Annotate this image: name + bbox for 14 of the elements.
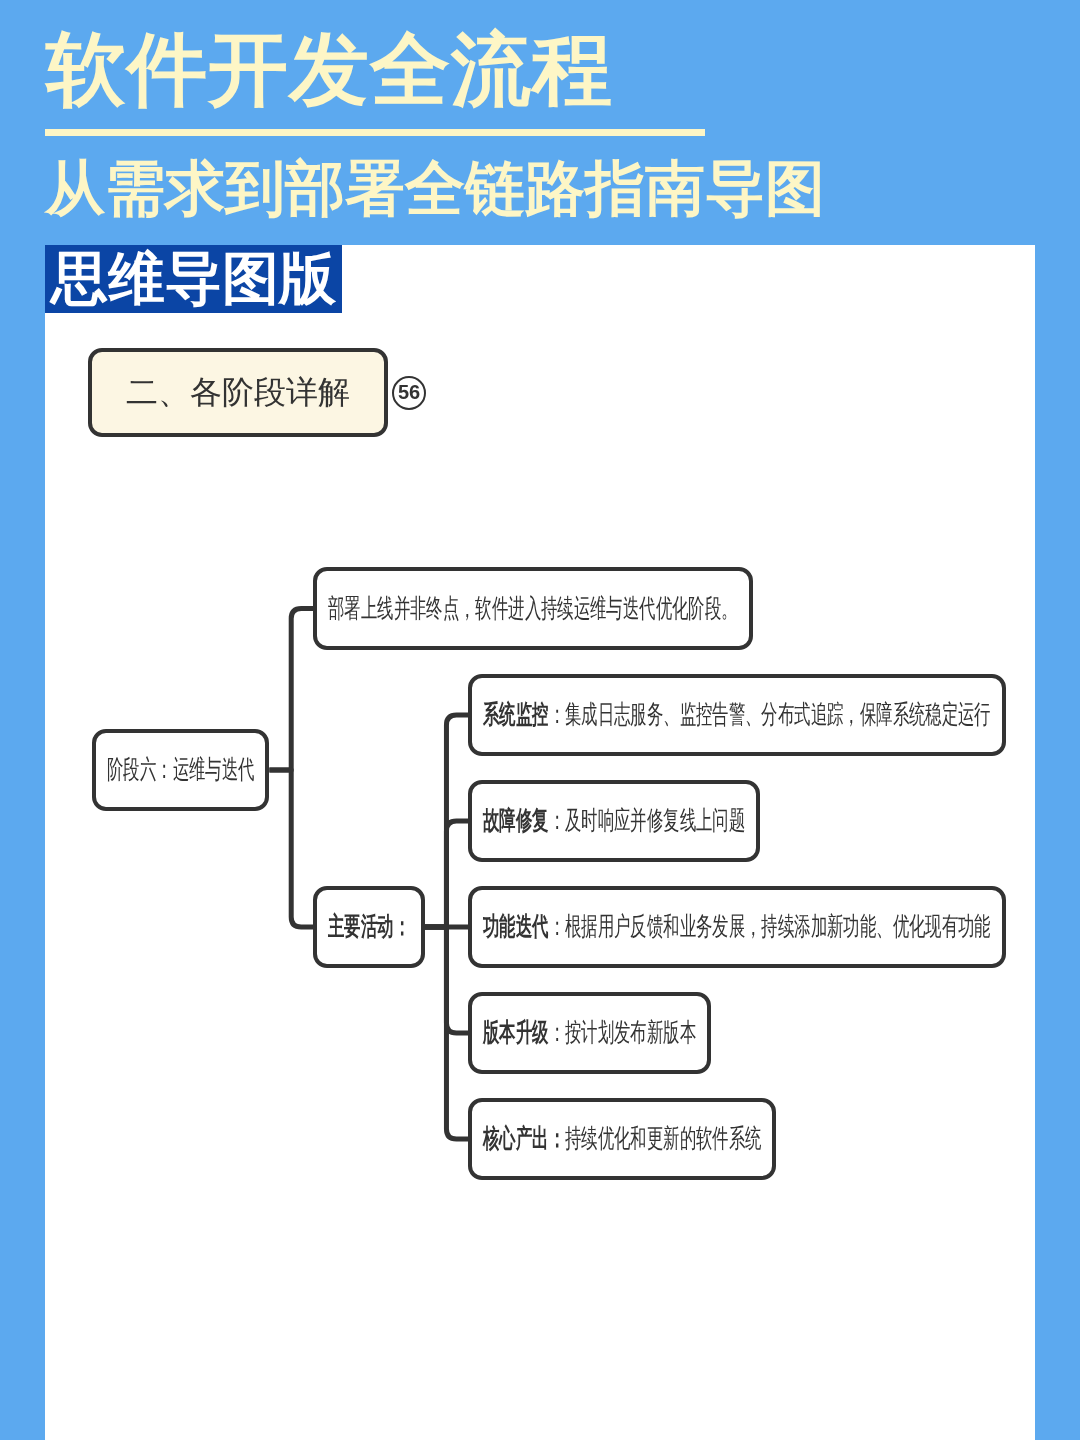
topic-box: 系统监控：集成日志服务、监控告警、分布式追踪，保障系统稳定运行 (468, 674, 1006, 756)
topic-box: 主要活动： (313, 886, 425, 968)
connector-line (269, 767, 313, 930)
topic-box: 故障修复：及时响应并修复线上问题 (468, 780, 761, 862)
topic-box: 版本升级：按计划发布新版本 (468, 992, 711, 1074)
section-heading-box: 二、各阶段详解 (88, 348, 388, 437)
topic-box: 阶段六：运维与迭代 (92, 729, 270, 811)
title: 软件开发全流程 (46, 26, 613, 114)
topic-box: 部署上线并非终点，软件进入持续运维与迭代优化阶段。 (313, 567, 753, 650)
topic-box: 功能迭代：根据用户反馈和业务发展，持续添加新功能、优化现有功能 (468, 886, 1006, 968)
subtitle: 从需求到部署全链路指南导图 (45, 156, 825, 222)
title-badge: 思维导图版 (45, 245, 342, 313)
connector-line (424, 924, 468, 1142)
topic-box: 核心产出：持续优化和更新的软件系统 (468, 1098, 777, 1180)
